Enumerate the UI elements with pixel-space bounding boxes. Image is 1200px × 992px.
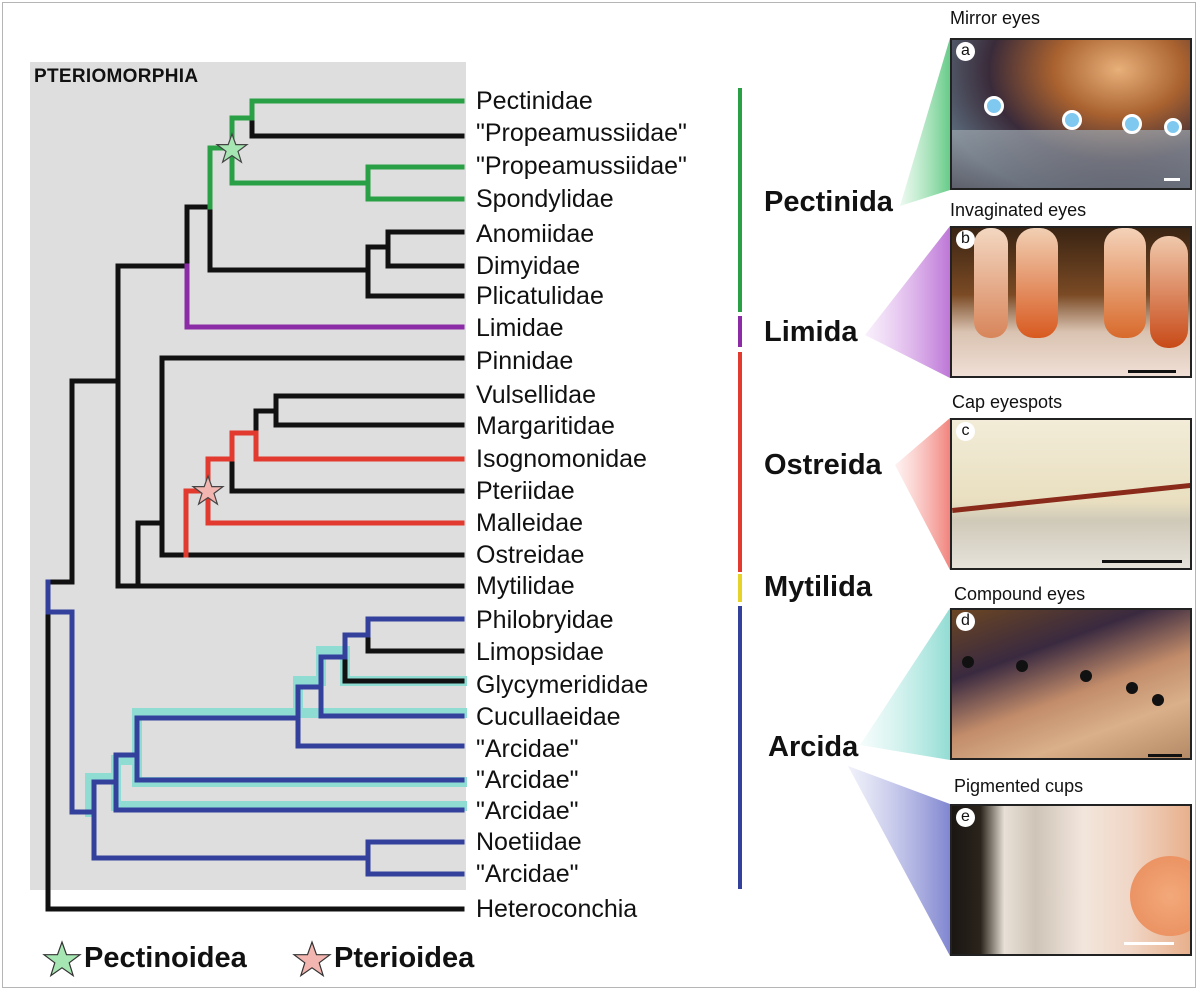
taxon-label: Margaritidae xyxy=(476,412,615,440)
taxon-label: Glycymerididae xyxy=(476,671,649,699)
photo-label-c: Cap eyespots xyxy=(952,392,1063,412)
clade-title: PTERIOMORPHIA xyxy=(34,66,199,87)
photo-cap-eyespots: c xyxy=(950,418,1192,570)
photo-pigmented-cups: e xyxy=(950,804,1192,956)
eye-dot xyxy=(1062,110,1082,130)
wedge-arcida-compound xyxy=(860,608,950,760)
order-label-arcida: Arcida xyxy=(768,731,859,763)
taxon-label: Pectinidae xyxy=(476,87,593,115)
taxon-label: "Arcidae" xyxy=(476,766,579,794)
taxon-label: Malleidae xyxy=(476,509,584,537)
panel-letter: d xyxy=(956,612,975,631)
eye-dot xyxy=(1016,660,1028,672)
pterioidea-node-star xyxy=(191,474,225,506)
taxon-label: Pinnidae xyxy=(476,347,574,375)
taxon-label: Spondylidae xyxy=(476,185,614,213)
taxon-label: Limidae xyxy=(476,314,564,342)
scale-bar xyxy=(1124,942,1174,945)
order-label-ostreida: Ostreida xyxy=(764,449,882,481)
taxon-label: "Arcidae" xyxy=(476,797,579,825)
eye-dot xyxy=(984,96,1004,116)
photo-label-a: Mirror eyes xyxy=(950,8,1041,28)
taxon-label: Limopsidae xyxy=(476,638,604,666)
taxon-label: "Propeamussiidae" xyxy=(476,152,687,180)
wedge-limida xyxy=(865,226,950,378)
order-label-pectinida: Pectinida xyxy=(764,186,893,218)
eye-dot xyxy=(1122,114,1142,134)
eye-dot xyxy=(1126,682,1138,694)
scale-bar xyxy=(1102,560,1182,563)
legend-label-pectinoidea: Pectinoidea xyxy=(84,942,247,974)
photo-mirror-eyes: a xyxy=(950,38,1192,190)
taxon-label: "Propeamussiidae" xyxy=(476,119,687,147)
scale-bar xyxy=(1164,178,1180,181)
red-branches xyxy=(183,430,465,558)
eye-dot xyxy=(962,656,974,668)
taxon-label: Pteriidae xyxy=(476,477,575,505)
photo-label-b: Invaginated eyes xyxy=(950,200,1087,220)
pectinoidea-node-star xyxy=(215,132,249,164)
scale-bar xyxy=(1148,754,1182,757)
legend-label-pterioidea: Pterioidea xyxy=(334,942,475,974)
taxon-label: Heteroconchia xyxy=(476,895,638,923)
taxon-label: "Arcidae" xyxy=(476,860,579,888)
green-branches xyxy=(207,98,465,210)
order-label-limida: Limida xyxy=(764,316,858,348)
legend-star-pterioidea xyxy=(292,940,332,978)
wedge-ostreida xyxy=(895,418,950,570)
eye-dot xyxy=(1164,118,1182,136)
order-label-mytilida: Mytilida xyxy=(764,571,872,603)
taxon-label: Anomiidae xyxy=(476,220,595,248)
purple-branches xyxy=(184,263,465,330)
black-branches xyxy=(45,115,465,912)
taxon-label: Ostreidae xyxy=(476,541,585,569)
teal-highlight-branches xyxy=(85,646,467,817)
wedge-pectinida xyxy=(900,38,950,206)
panel-letter: a xyxy=(956,42,975,61)
panel-letter: c xyxy=(956,422,975,441)
photo-label-d: Compound eyes xyxy=(954,584,1086,604)
taxon-label: Noetiidae xyxy=(476,828,582,856)
eye-dot xyxy=(1152,694,1164,706)
taxon-label: Philobryidae xyxy=(476,606,614,634)
photo-label-e: Pigmented cups xyxy=(954,776,1084,796)
taxon-label: Vulsellidae xyxy=(476,381,596,409)
taxon-label: Mytilidae xyxy=(476,572,575,600)
eyespot-row xyxy=(952,482,1190,513)
taxon-label: Cucullaeidae xyxy=(476,703,621,731)
photo-compound-eyes: d xyxy=(950,608,1192,760)
taxon-label: "Arcidae" xyxy=(476,735,579,763)
photo-invaginated-eyes: b xyxy=(950,226,1192,378)
panel-letter: e xyxy=(956,808,975,827)
legend-star-pectinoidea xyxy=(42,940,82,978)
panel-letter: b xyxy=(956,230,975,249)
eye-dot xyxy=(1080,670,1092,682)
taxon-label: Dimyidae xyxy=(476,252,581,280)
wedge-arcida-pigmented xyxy=(848,766,950,956)
scale-bar xyxy=(1128,370,1176,373)
blue-branches xyxy=(45,579,465,877)
taxon-label: Plicatulidae xyxy=(476,282,604,310)
taxon-label: Isognomonidae xyxy=(476,445,647,473)
